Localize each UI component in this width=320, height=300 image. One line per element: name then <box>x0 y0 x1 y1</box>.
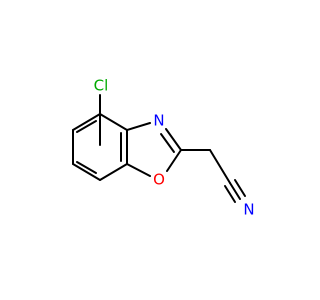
bond-c7-c7a <box>99 163 128 181</box>
bond-nitrile-triple-3 <box>234 179 246 197</box>
bond-ch2-cnitrile <box>209 149 231 184</box>
bond-n3-c2 <box>165 128 182 151</box>
bond-c4-c5-inner <box>76 120 97 133</box>
structure-diagram: Cl N O N <box>72 77 255 219</box>
bond-c6-c7-inner <box>76 161 97 174</box>
bond-nitrile-triple-2 <box>224 185 236 203</box>
bond-o1-c7a <box>126 163 151 177</box>
bond-nitrile-triple-1 <box>229 182 241 200</box>
atom-nitrile-nitrogen: N <box>243 201 254 219</box>
bond-c2-o1 <box>166 149 182 172</box>
bond-c4-c5 <box>72 113 101 131</box>
bond-c6-c7 <box>72 163 101 181</box>
bond-c3a-n3 <box>126 122 151 131</box>
atom-ring-nitrogen: N <box>153 112 164 130</box>
atom-ring-oxygen: O <box>153 171 165 189</box>
atom-chlorine: Cl <box>94 77 109 95</box>
bond-c3a-c4-link <box>99 113 128 131</box>
bond-n3-c2-inner <box>160 133 175 153</box>
